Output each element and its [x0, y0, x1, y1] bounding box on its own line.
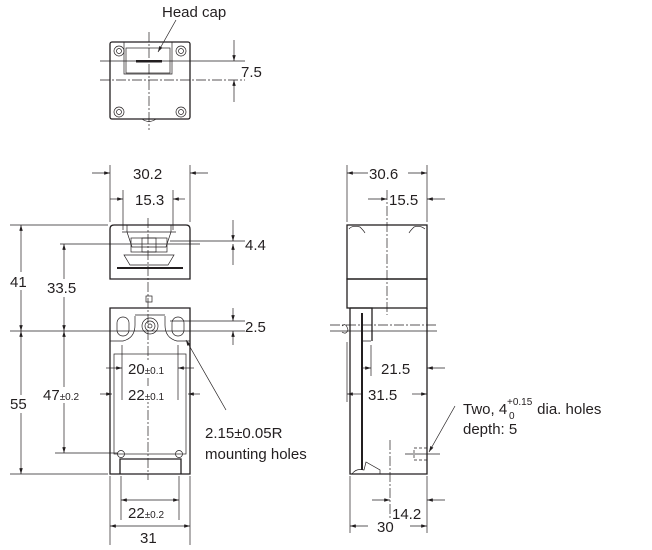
dim-15-3: 15.3	[135, 192, 164, 209]
dim-7-5: 7.5	[241, 64, 262, 81]
dim-14-2: 14.2	[392, 506, 421, 523]
dim-22-bottom: 22±0.2	[128, 505, 165, 522]
dim-41: 41	[10, 274, 27, 291]
dim-31: 31	[140, 530, 157, 547]
dim-20: 20±0.1	[128, 361, 165, 378]
dim-55: 55	[10, 396, 27, 413]
dim-15-5: 15.5	[389, 192, 418, 209]
dim-47: 47±0.2	[43, 387, 80, 404]
hole-tol-plus: +0.15	[507, 397, 533, 408]
side-view: 30.6 15.5 21.5 31.5 14.2 30 Two, 4 +0.15…	[330, 165, 601, 536]
screw-icon	[113, 45, 187, 118]
front-view: 30.2 15.3 4.4 2.5 41 33.5 55 47±0.2 20±0…	[8, 165, 307, 547]
hole-depth: depth: 5	[463, 421, 517, 438]
dim-30: 30	[377, 519, 394, 536]
dim-2-5: 2.5	[245, 319, 266, 336]
dim-30-2: 30.2	[133, 166, 162, 183]
hole-suffix: dia. holes	[533, 401, 601, 418]
dim-33-5: 33.5	[47, 280, 76, 297]
hole-tol-minus: 0	[509, 411, 515, 422]
hole-spec: Two, 4	[463, 401, 507, 418]
mounting-hole-spec: 2.15±0.05R	[205, 425, 283, 442]
dim-21-5: 21.5	[381, 361, 410, 378]
mounting-hole-label: mounting holes	[205, 446, 307, 463]
dim-22-inner: 22±0.1	[128, 387, 165, 404]
dim-4-4: 4.4	[245, 237, 266, 254]
dim-31-5: 31.5	[368, 387, 397, 404]
head-cap-label: Head cap	[162, 4, 226, 21]
top-view: Head cap 7.5	[100, 4, 262, 130]
dim-30-6: 30.6	[369, 166, 398, 183]
